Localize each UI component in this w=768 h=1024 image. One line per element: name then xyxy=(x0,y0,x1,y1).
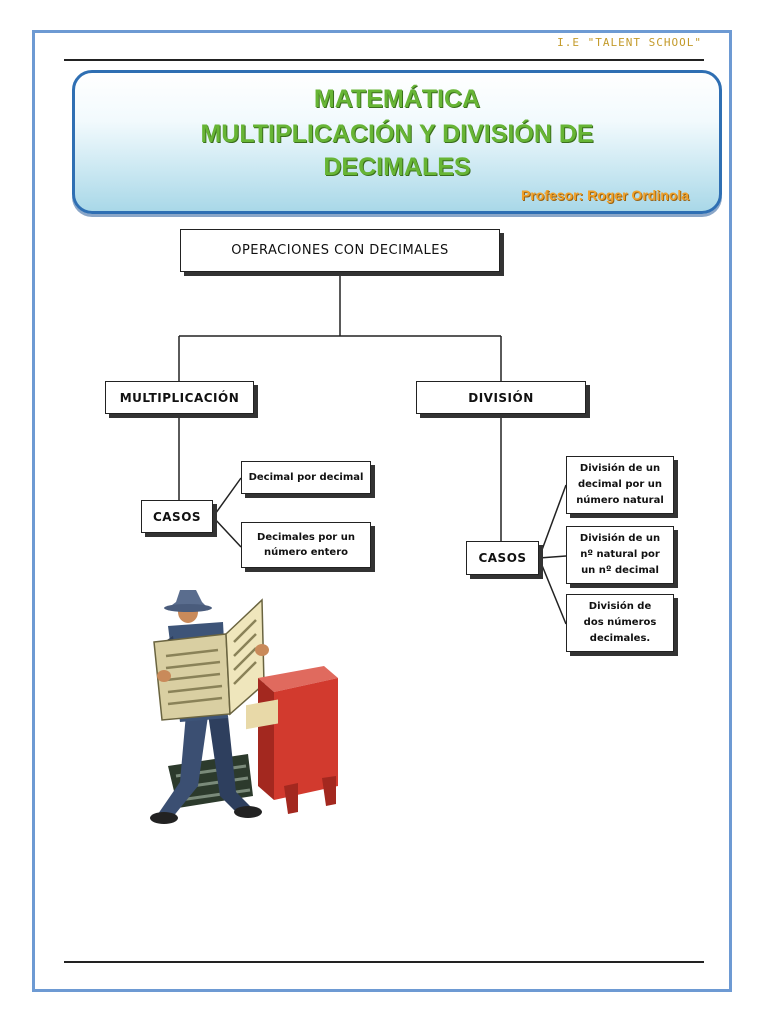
div-case-3-line xyxy=(538,557,567,625)
div-case-decimal-by-natural: División de un decimal por un número nat… xyxy=(566,456,674,514)
header-rule xyxy=(64,59,704,61)
root-label: OPERACIONES CON DECIMALES xyxy=(231,243,449,258)
title-banner: MATEMÁTICA MULTIPLICACIÓN Y DIVISIÓN DE … xyxy=(72,70,722,214)
school-name: I.E "TALENT SCHOOL" xyxy=(557,36,702,49)
newspaper-reader-clipart xyxy=(150,590,338,824)
div-case-1-line xyxy=(538,484,567,559)
subject-title: MATEMÁTICA xyxy=(313,85,481,113)
division-label: DIVISIÓN xyxy=(468,390,534,405)
multiplication-cases-label: CASOS xyxy=(152,509,202,524)
multiplication-node: MULTIPLICACIÓN xyxy=(105,381,254,414)
mult-case-2-label: Decimales por un número entero xyxy=(257,532,355,558)
footer-rule xyxy=(64,961,704,963)
division-node: DIVISIÓN xyxy=(416,381,586,414)
topic-title-line-2: DECIMALES xyxy=(323,153,471,181)
multiplication-label: MULTIPLICACIÓN xyxy=(119,390,240,405)
div-case-decimal-by-decimal: División de dos números decimales. xyxy=(566,594,674,652)
multiplication-cases-node: CASOS xyxy=(141,500,213,533)
div-case-natural-by-decimal: División de un nº natural por un nº deci… xyxy=(566,526,674,584)
division-cases-label: CASOS xyxy=(478,551,527,565)
mult-case-decimal-by-decimal: Decimal por decimal xyxy=(241,461,371,494)
mult-case-1-label: Decimal por decimal xyxy=(248,472,364,483)
professor-name: Profesor: Roger Ordinola xyxy=(520,187,689,203)
topic-title-line-1: MULTIPLICACIÓN Y DIVISIÓN DE xyxy=(200,120,594,148)
mult-case-decimal-by-integer: Decimales por un número entero xyxy=(241,522,371,568)
mult-case-2-line xyxy=(212,516,242,548)
div-case-2-label: División de un nº natural por un nº deci… xyxy=(579,533,661,576)
mult-case-1-line xyxy=(212,477,242,518)
page-border xyxy=(32,30,732,992)
division-cases-node: CASOS xyxy=(466,541,539,575)
div-case-3-label: División de dos números decimales. xyxy=(583,601,657,644)
div-case-1-label: División de un decimal por un número nat… xyxy=(576,463,664,506)
root-node: OPERACIONES CON DECIMALES xyxy=(180,229,500,272)
div-case-2-line xyxy=(538,555,567,559)
